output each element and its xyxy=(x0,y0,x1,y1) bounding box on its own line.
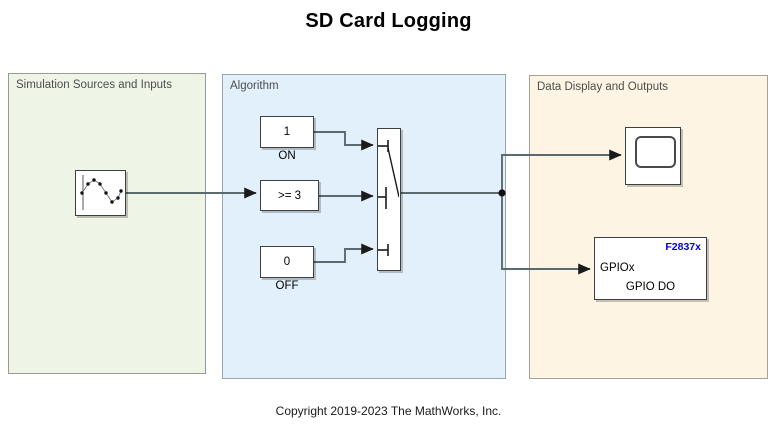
constant-off-value: 0 xyxy=(283,256,291,268)
gpio-digital-output-block[interactable]: F2837x GPIOx GPIO DO xyxy=(594,237,707,300)
region-label-data-display: Data Display and Outputs xyxy=(537,81,669,93)
constant-on-value: 1 xyxy=(283,126,291,138)
region-label-algorithm: Algorithm xyxy=(230,80,279,92)
copyright-text: Copyright 2019-2023 The MathWorks, Inc. xyxy=(275,404,502,418)
sine-wave-icon xyxy=(80,175,123,210)
constant-block-off[interactable]: 0 xyxy=(260,246,314,278)
constant-block-on[interactable]: 1 xyxy=(260,116,314,148)
gpio-port-label: GPIOx xyxy=(600,262,635,274)
compare-to-constant-block[interactable]: >= 3 xyxy=(260,180,319,211)
constant-off-caption: OFF xyxy=(275,280,299,292)
scope-block[interactable] xyxy=(625,127,681,185)
gpio-chip-label: F2837x xyxy=(665,241,701,253)
page-title: SD Card Logging xyxy=(305,10,472,32)
scope-screen-icon xyxy=(635,136,676,168)
constant-on-caption: ON xyxy=(278,150,296,162)
region-label-simulation: Simulation Sources and Inputs xyxy=(16,79,172,91)
switch-icon xyxy=(378,140,400,256)
sine-wave-block[interactable] xyxy=(75,170,126,216)
region-simulation-sources-and-inputs[interactable]: Simulation Sources and Inputs xyxy=(8,73,206,374)
compare-expression: >= 3 xyxy=(277,189,302,202)
region-data-display-and-outputs[interactable]: Data Display and Outputs xyxy=(529,75,768,379)
switch-block[interactable] xyxy=(377,128,401,271)
gpio-subtitle-label: GPIO DO xyxy=(625,281,676,293)
